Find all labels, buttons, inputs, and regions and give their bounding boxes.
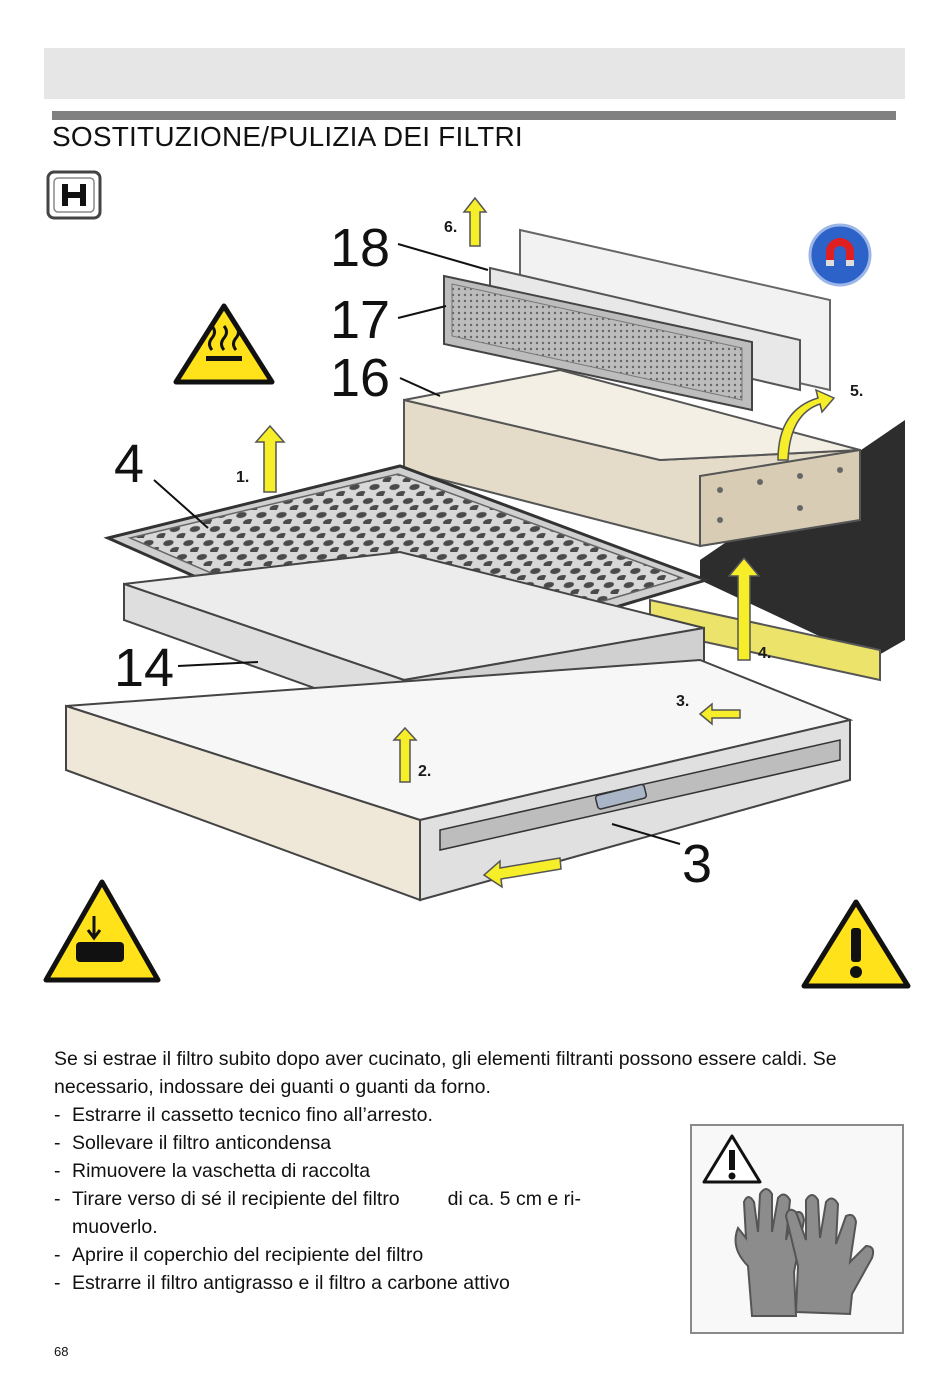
- gloves-icon: [734, 1188, 875, 1317]
- callout-16: 16: [330, 348, 390, 408]
- list-item: -Tirare verso di sé il recipiente del fi…: [54, 1188, 581, 1238]
- arrow-step-3: [698, 702, 741, 726]
- filter-container: [403, 368, 861, 548]
- step-label-6: 6.: [444, 219, 457, 236]
- callout-14: 14: [114, 638, 174, 698]
- list-item: -Rimuovere la vaschetta di raccolta: [54, 1160, 371, 1182]
- list-item: -Aprire il coperchio del recipiente del …: [54, 1244, 424, 1266]
- arrow-step-1: [254, 424, 286, 493]
- page-title: SOSTITUZIONE/PULIZIA DEI FILTRI: [52, 121, 523, 152]
- hot-surface-warning-icon: [173, 303, 275, 385]
- step-label-5: 5.: [850, 383, 863, 400]
- callout-3: 3: [682, 834, 712, 894]
- step-label-3: 3.: [676, 693, 689, 710]
- caution-icon: [702, 1134, 762, 1184]
- callout-leaders: [153, 243, 681, 845]
- tools-icon: [46, 170, 102, 220]
- arrow-step-6: [462, 196, 488, 247]
- page-number: 68: [54, 1344, 69, 1359]
- grease-filter: [443, 274, 753, 412]
- steps-list: -Estrarre il cassetto tecnico fino all’a…: [54, 1101, 874, 1297]
- title-rule: [52, 111, 896, 120]
- step-label-2: 2.: [418, 763, 431, 780]
- step-label-4: 4.: [758, 645, 771, 662]
- hand-crush-warning-icon: [43, 879, 161, 983]
- gloves-panel: [690, 1124, 904, 1334]
- list-item: -Sollevare il filtro anticondensa: [54, 1132, 332, 1154]
- filter-illustration: 18 17 16 4 14 3 1. 2. 3. 4. 5. 6.: [43, 170, 911, 989]
- step-label-1: 1.: [236, 469, 249, 486]
- technical-drawer: [65, 658, 854, 902]
- list-item: -Estrarre il cassetto tecnico fino all’a…: [54, 1104, 433, 1126]
- callout-4: 4: [114, 434, 144, 494]
- callout-17: 17: [330, 290, 390, 350]
- general-warning-icon: [801, 899, 911, 989]
- callout-18: 18: [330, 218, 390, 278]
- arrow-step-2: [392, 726, 418, 783]
- header-band: [44, 48, 905, 99]
- intro-paragraph: Se si estrae il filtro subito dopo aver …: [54, 1048, 837, 1098]
- instructions: Se si estrae il filtro subito dopo aver …: [54, 1045, 874, 1297]
- arrow-step-5: [777, 388, 836, 461]
- list-item: -Estrarre il filtro antigrasso e il filt…: [54, 1272, 510, 1294]
- magnet-icon: [808, 223, 872, 287]
- arrow-step-4: [727, 556, 761, 661]
- arrow-drawer-pull: [482, 857, 562, 889]
